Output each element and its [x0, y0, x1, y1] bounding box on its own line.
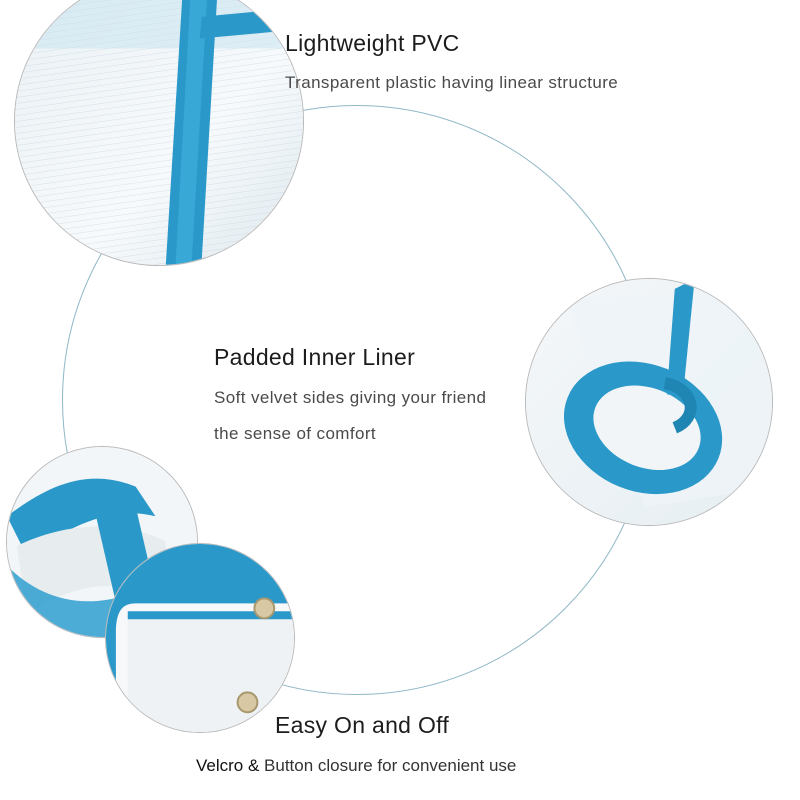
closure-description-bold: Velcro &: [196, 756, 260, 775]
padded-liner-image: [525, 278, 773, 526]
closure-description: Velcro & Button closure for convenient u…: [196, 756, 516, 776]
closure-description-rest: Button closure for convenient use: [259, 756, 517, 775]
liner-title: Padded Inner Liner: [214, 344, 416, 370]
closure-title: Easy On and Off: [275, 712, 450, 738]
pvc-description: Transparent plastic having linear struct…: [285, 73, 619, 92]
liner-description-line1: Soft velvet sides giving your friend: [214, 388, 487, 407]
snap-button-image: [105, 543, 295, 733]
pvc-title: Lightweight PVC: [285, 30, 460, 56]
liner-description-line2: the sense of comfort: [214, 424, 377, 443]
